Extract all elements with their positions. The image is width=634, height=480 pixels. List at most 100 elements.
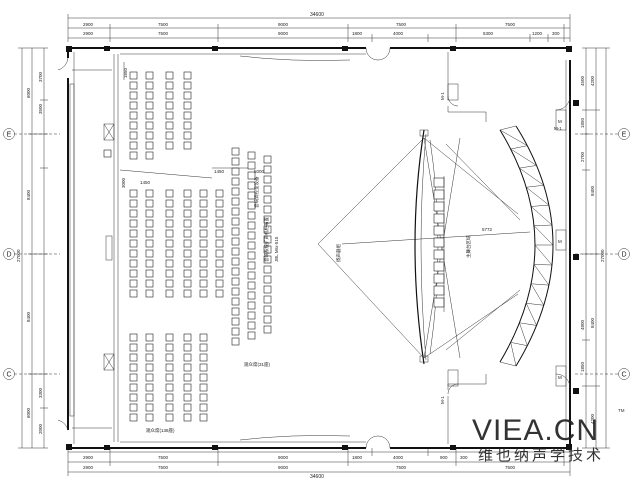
- seat: [165, 269, 174, 278]
- seat: [183, 373, 192, 382]
- seat: [183, 403, 192, 412]
- dim-left-1: 8400: [26, 189, 31, 200]
- equip-mark-2: M: [558, 375, 562, 380]
- seat: [129, 189, 138, 198]
- stage-box: [433, 225, 445, 236]
- seating-rear-label: 观众席(138座): [146, 427, 175, 434]
- seat: [247, 331, 256, 340]
- seat: [145, 141, 154, 150]
- stage-box: [433, 249, 445, 260]
- seat: [129, 71, 138, 80]
- seat: [145, 199, 154, 208]
- seat: [145, 403, 154, 412]
- seat: [145, 289, 154, 298]
- dim-left-0: 6000: [26, 87, 31, 98]
- seat: [263, 295, 272, 304]
- seat: [215, 219, 224, 228]
- seat: [165, 403, 174, 412]
- seat: [199, 413, 208, 422]
- seat: [145, 131, 154, 140]
- speaker-line2: JBL Mrx-515: [274, 236, 279, 262]
- stage-box: [433, 213, 445, 224]
- dim-left-in-1: 3500: [38, 103, 43, 114]
- seat: [231, 217, 240, 226]
- seat: [263, 275, 272, 284]
- seat: [129, 101, 138, 110]
- seat: [165, 289, 174, 298]
- seat: [165, 141, 174, 150]
- seat: [145, 393, 154, 402]
- seat: [231, 267, 240, 276]
- right-rooms: M-1 M-1 M-1 M M M: [440, 52, 579, 444]
- dim-top-2-2: 9000: [278, 31, 289, 36]
- seat: [231, 207, 240, 216]
- seat: [183, 189, 192, 198]
- seat: [231, 327, 240, 336]
- axis-d-right: [618, 248, 630, 260]
- seat: [183, 413, 192, 422]
- seat: [129, 363, 138, 372]
- seat: [231, 287, 240, 296]
- dim-left-total: 27000: [16, 249, 21, 262]
- seat: [129, 131, 138, 140]
- seat: [231, 307, 240, 316]
- seat: [247, 311, 256, 320]
- dim-bottom-2-6: 300: [460, 455, 468, 460]
- seat: [199, 249, 208, 258]
- seat: [165, 363, 174, 372]
- seat: [129, 239, 138, 248]
- seat: [183, 393, 192, 402]
- seat: [199, 363, 208, 372]
- seat: [183, 239, 192, 248]
- seat: [165, 111, 174, 120]
- seat: [145, 219, 154, 228]
- dim-interior-4: 5000: [254, 169, 265, 174]
- axis-label-c-right: C: [621, 372, 626, 379]
- seat: [145, 383, 154, 392]
- axis-label-d-left: D: [6, 252, 11, 259]
- seat: [199, 289, 208, 298]
- seat: [263, 305, 272, 314]
- seat: [263, 195, 272, 204]
- seat: [231, 197, 240, 206]
- dim-top-1-0: 2900: [83, 22, 94, 27]
- seat: [129, 333, 138, 342]
- bottom-dimension-chain: 2900 7500 9000 1800 4000 900 300 2900 75…: [67, 448, 571, 480]
- seat: [231, 277, 240, 286]
- seat: [247, 171, 256, 180]
- seat: [145, 121, 154, 130]
- seat: [199, 239, 208, 248]
- seat: [183, 101, 192, 110]
- seat: [129, 199, 138, 208]
- dim-bottom-1-0: 2900: [83, 465, 94, 470]
- dim-bottom-2-2: 9000: [278, 455, 289, 460]
- seat: [165, 343, 174, 352]
- seat: [199, 259, 208, 268]
- seat: [231, 237, 240, 246]
- seat: [129, 229, 138, 238]
- seat: [129, 403, 138, 412]
- seat: [263, 315, 272, 324]
- seat: [165, 373, 174, 382]
- dim-right-0: 4200: [590, 75, 595, 86]
- seat: [215, 199, 224, 208]
- seat: [129, 353, 138, 362]
- seat: [215, 259, 224, 268]
- seat: [247, 191, 256, 200]
- watermark-tagline: 维也纳声学技术: [478, 446, 604, 464]
- seat: [165, 219, 174, 228]
- seat: [215, 209, 224, 218]
- seat: [263, 215, 272, 224]
- dim-top-2-6: 1200: [532, 31, 543, 36]
- seat: [145, 71, 154, 80]
- seat: [263, 225, 272, 234]
- seat: [263, 265, 272, 274]
- seat: [103, 149, 112, 158]
- stage: [414, 129, 445, 365]
- seat: [129, 81, 138, 90]
- seat: [215, 189, 224, 198]
- dim-right-in-2: 2700: [580, 151, 585, 162]
- seat: [231, 317, 240, 326]
- seat: [263, 235, 272, 244]
